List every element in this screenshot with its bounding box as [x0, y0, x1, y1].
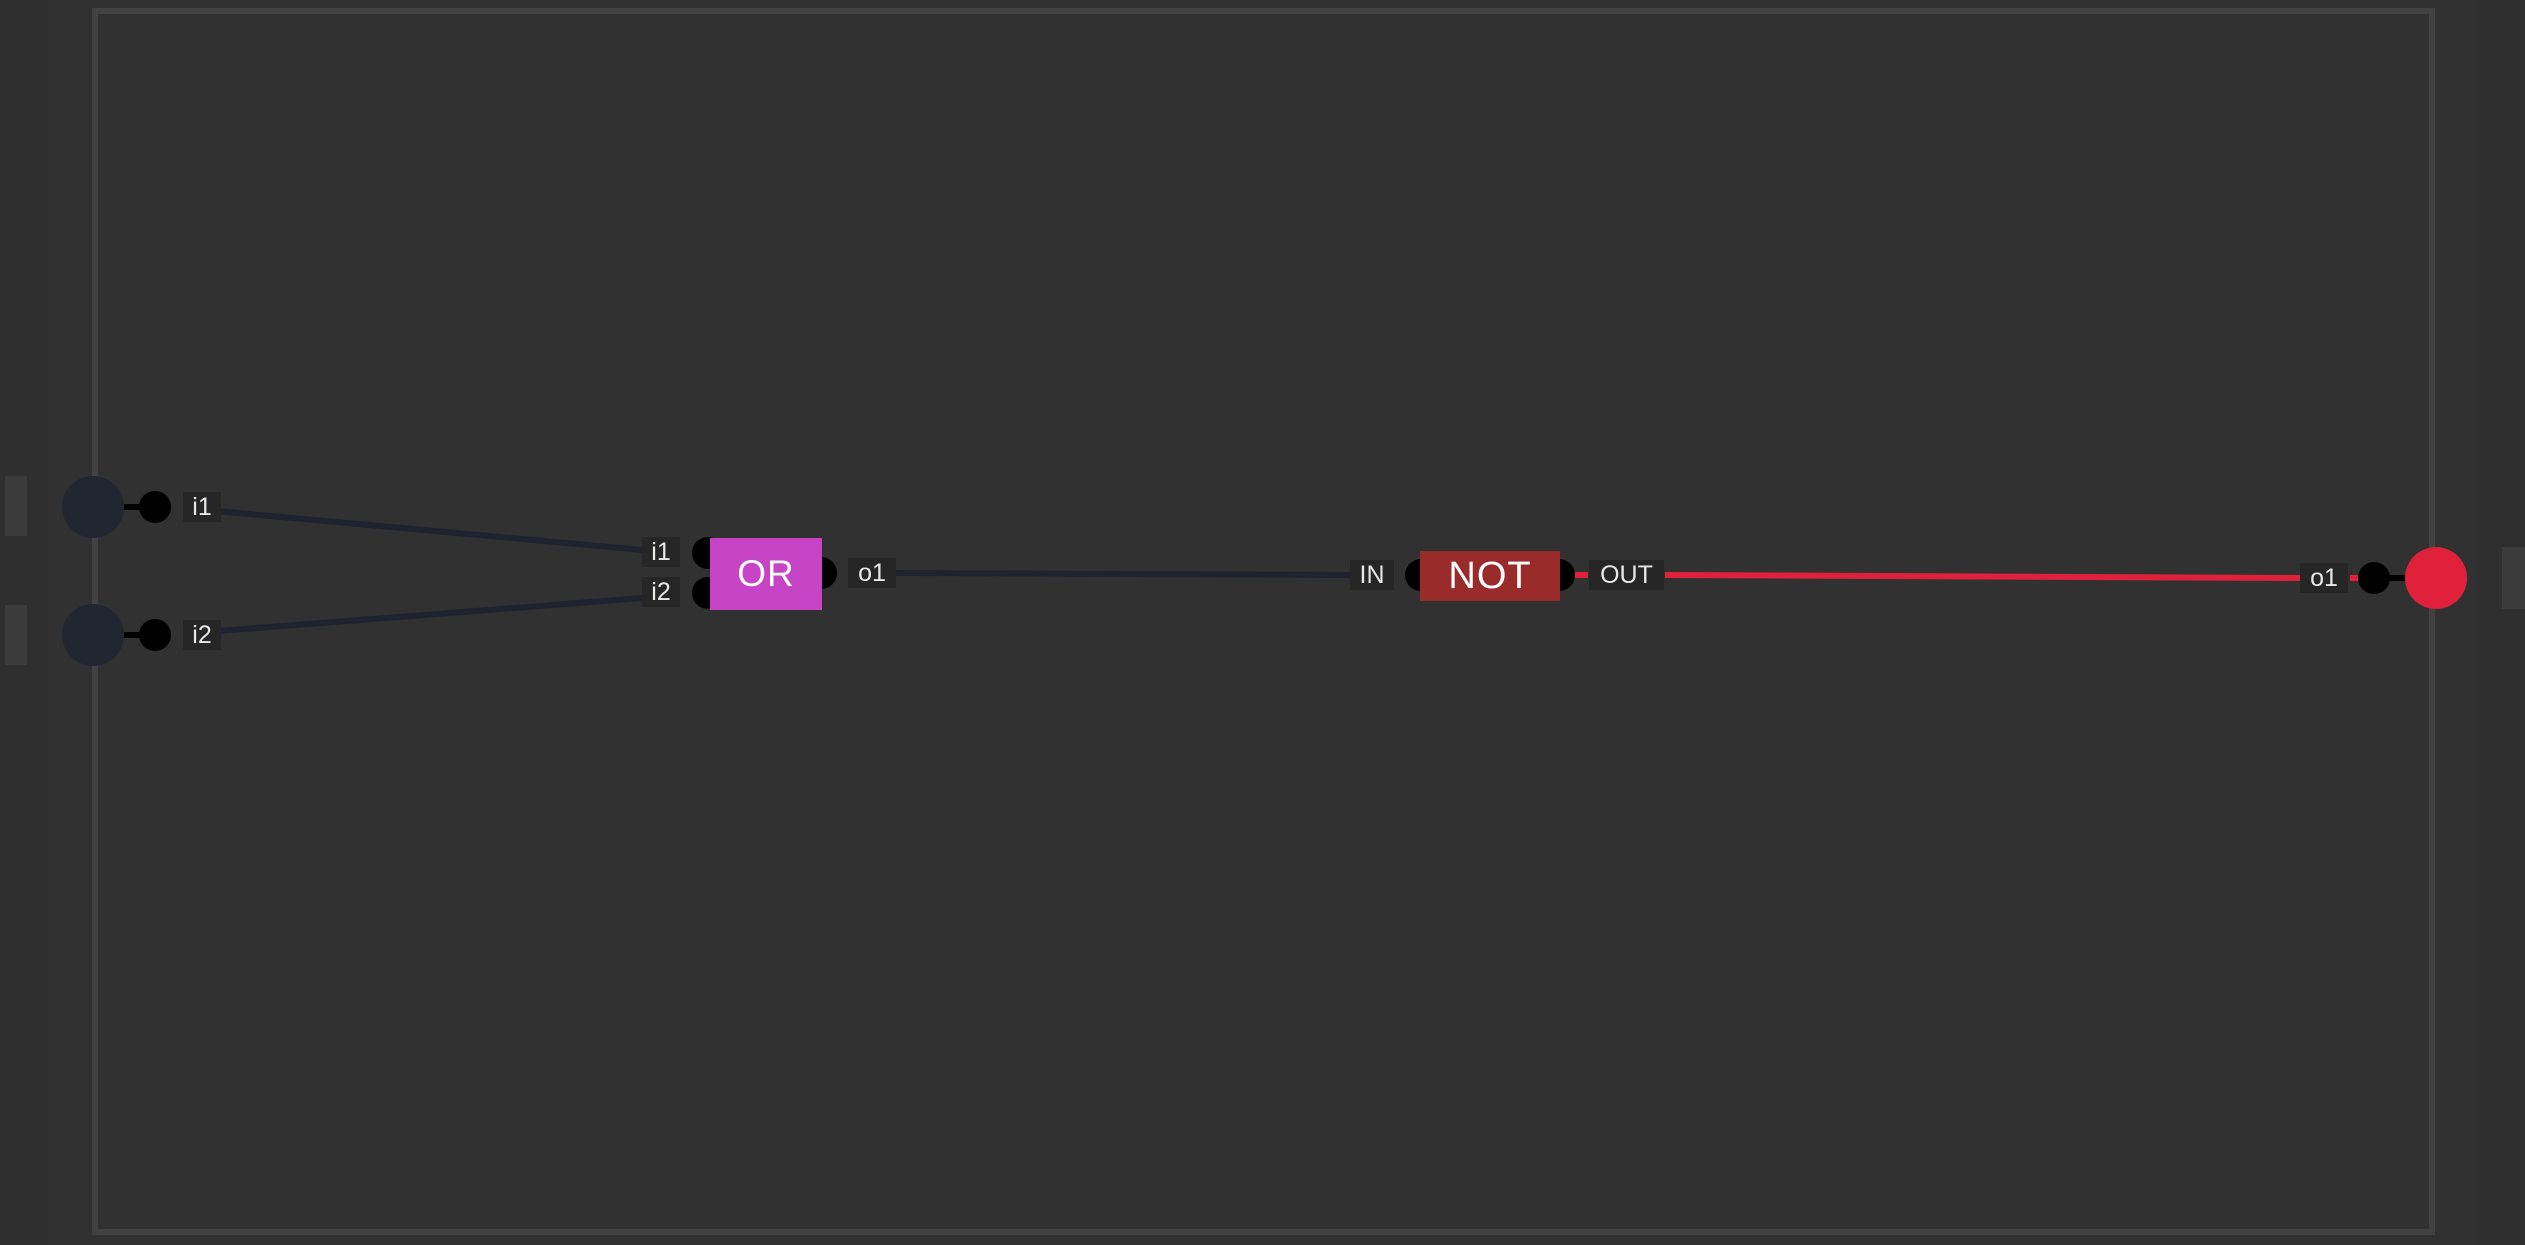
port-output-o1[interactable]	[2358, 562, 2390, 594]
or-output-label-o1: o1	[848, 558, 896, 588]
not-gate[interactable]: NOT	[1420, 551, 1560, 601]
output-pin-handle-o1[interactable]	[2502, 547, 2525, 609]
or-gate[interactable]: OR	[710, 538, 822, 610]
output-node-o1[interactable]	[2405, 547, 2467, 609]
wire-i2-to-or[interactable]	[204, 595, 644, 635]
port-input-i1[interactable]	[139, 491, 171, 523]
not-output-label: OUT	[1589, 560, 1664, 590]
or-input-label-i2: i2	[642, 577, 680, 607]
output-pin-sidebar	[2477, 0, 2525, 1245]
input-pin-handle-i2[interactable]	[5, 605, 27, 665]
input-pin-handle-i1[interactable]	[5, 476, 27, 536]
or-input-label-i1: i1	[642, 537, 680, 567]
input-node-i2[interactable]	[62, 604, 124, 666]
wire-or-to-not[interactable]	[894, 570, 1351, 578]
port-input-i2[interactable]	[139, 619, 171, 651]
input-node-i1[interactable]	[62, 476, 124, 538]
wire-i1-to-or[interactable]	[204, 507, 644, 553]
wire-not-to-output[interactable]	[1664, 572, 2301, 581]
not-input-label: IN	[1350, 560, 1394, 590]
output-label-o1: o1	[2300, 563, 2348, 593]
input-label-i1: i1	[183, 492, 221, 522]
input-label-i2: i2	[183, 620, 221, 650]
